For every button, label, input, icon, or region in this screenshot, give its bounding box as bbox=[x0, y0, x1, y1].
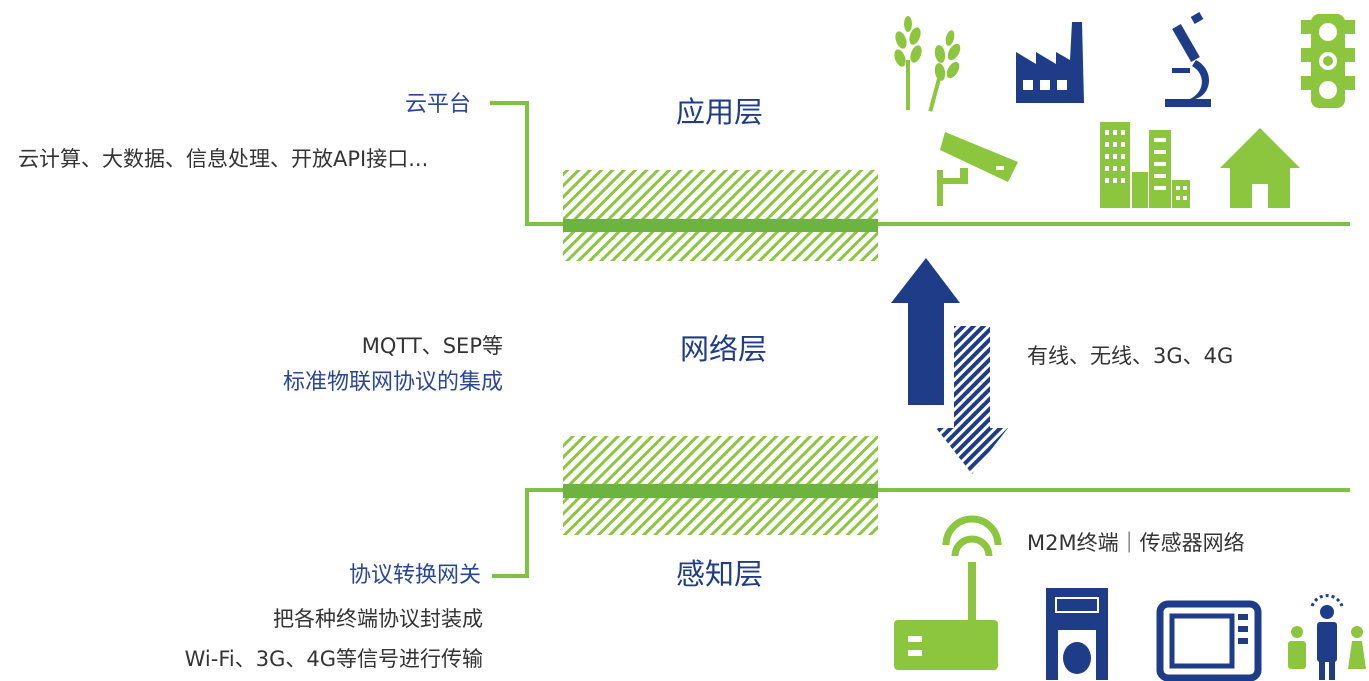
perception-layer-title: 感知层 bbox=[676, 557, 764, 591]
gateway-desc-2: Wi-Fi、3G、4G等信号进行传输 bbox=[184, 647, 483, 671]
cloud-platform-label: 云平台 bbox=[405, 92, 472, 117]
m2m-label: M2M终端｜传感器网络 bbox=[1027, 531, 1245, 555]
coffee-machine-icon bbox=[1046, 588, 1108, 680]
city-buildings-icon bbox=[1100, 122, 1190, 208]
cloud-connector bbox=[490, 101, 563, 226]
factory-icon bbox=[1016, 22, 1084, 103]
bottom-thick-bar bbox=[563, 484, 878, 498]
gateway-label: 协议转换网关 bbox=[348, 563, 481, 588]
microscope-icon bbox=[1165, 12, 1211, 107]
top-hatch-block bbox=[563, 170, 878, 261]
cloud-platform-desc: 云计算、大数据、信息处理、开放API接口... bbox=[18, 147, 429, 171]
network-layer-title: 网络层 bbox=[680, 332, 768, 366]
microwave-icon bbox=[1156, 600, 1262, 681]
people-icon bbox=[1288, 594, 1366, 680]
gateway-desc-1: 把各种终端协议封装成 bbox=[273, 607, 483, 631]
up-arrow-icon bbox=[891, 258, 960, 405]
cctv-camera-icon bbox=[937, 132, 1018, 206]
network-types-label: 有线、无线、3G、4G bbox=[1027, 344, 1234, 368]
wheat-icon bbox=[894, 16, 961, 112]
wifi-router-icon bbox=[894, 515, 1002, 670]
top-thick-bar bbox=[563, 219, 878, 232]
down-arrow-icon bbox=[936, 326, 1008, 474]
house-icon bbox=[1220, 128, 1300, 208]
application-layer-title: 应用层 bbox=[676, 95, 764, 129]
protocol-line-2: 标准物联网协议的集成 bbox=[282, 370, 503, 395]
protocol-line-1: MQTT、SEP等 bbox=[361, 334, 503, 358]
gateway-connector bbox=[492, 488, 563, 578]
traffic-light-icon bbox=[1301, 14, 1355, 108]
